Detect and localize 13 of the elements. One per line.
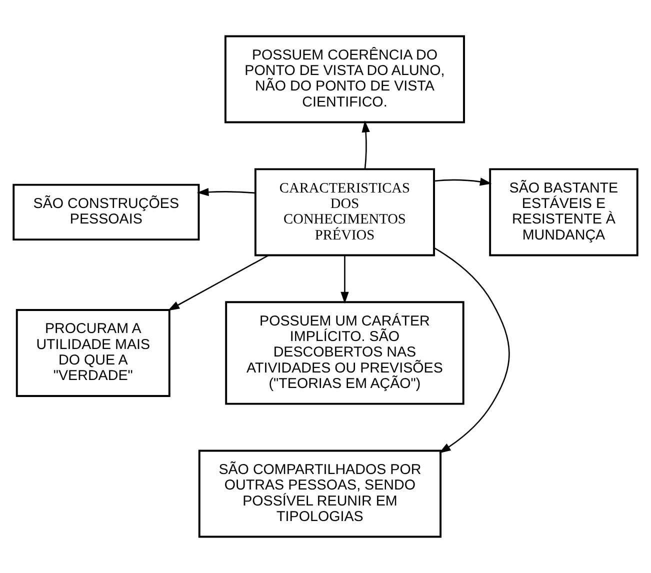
node-box: SÃO COMPARTILHADOS POR OUTRAS PESSOAS, SENDO POSSÍVEL REUNIR EM TIPOLOGIAS: [198, 450, 442, 538]
node-box: SÃO BASTANTE ESTÁVEIS E RESISTENTE À MUNDANÇA: [489, 168, 638, 256]
node-box: POSSUEM UM CARÁTER IMPLÍCITO. SÃO DESCOBERTOS NAS ATIVIDADES OU PREVISÕES ("TEORIAS EM AÇÃO"): [225, 301, 464, 405]
arrow: [434, 178, 492, 186]
arrow: [362, 120, 370, 170]
node-box: CARACTERISTICAS DOS CONHECIMENTOS PRÉVIOS: [254, 168, 435, 256]
node-box: SÃO CONSTRUÇÕES PESSOAIS: [12, 184, 200, 241]
arrow: [434, 247, 510, 454]
node-box: PROCURAM A UTILIDADE MAIS DO QUE A "VERDADE": [16, 308, 170, 397]
arrow: [196, 188, 256, 196]
arrow: [340, 255, 349, 304]
node-box: POSSUEM COERÊNCIA DO PONTO DE VISTA DO ALUNO, NÃO DO PONTO DE VISTA CIENTIFICO.: [224, 35, 465, 124]
arrow: [168, 254, 269, 311]
